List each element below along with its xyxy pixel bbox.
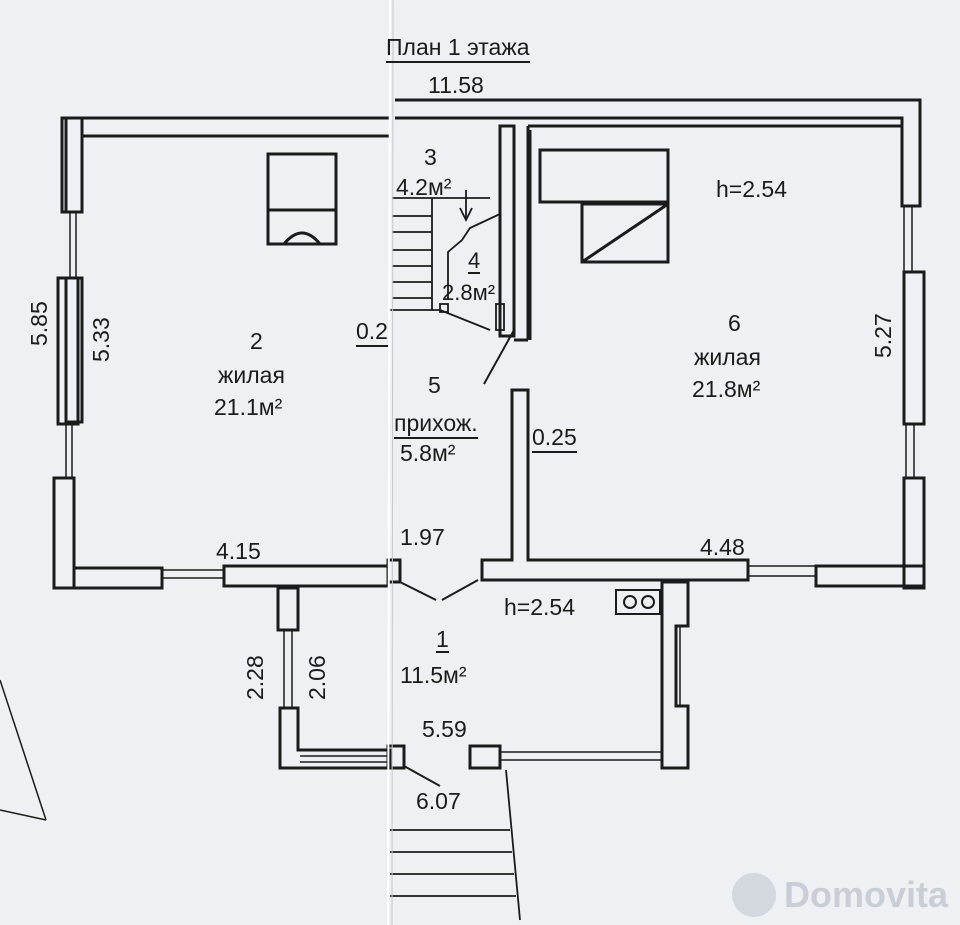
room2-area: 21.1м²	[214, 394, 283, 420]
room6-bottom-wall-right	[814, 564, 926, 588]
left-wall-segment-mid	[56, 276, 80, 426]
dim-overall-width: 11.58	[428, 72, 484, 98]
door-swing-room6	[483, 329, 515, 385]
dim-room2-width: 4.15	[216, 538, 261, 564]
cooktop-icon	[615, 589, 661, 615]
room2-type: жилая	[218, 362, 285, 388]
dim-right-height: 5.27	[870, 313, 896, 358]
door-swing-entry-left	[399, 581, 437, 601]
room6-number: 6	[728, 310, 741, 336]
site-boundary-line	[0, 679, 47, 821]
room6-type: жилая	[694, 344, 761, 370]
room3-area: 4.2м²	[396, 174, 452, 200]
room2-bottom-wall	[54, 566, 164, 590]
entry-steps	[390, 769, 521, 921]
porch-door-post-right	[468, 744, 502, 770]
right-wall-segment-mid	[902, 270, 926, 426]
outer-wall-top-right	[395, 98, 922, 208]
dim-porch-width-inner: 5.59	[422, 716, 467, 742]
staircase	[390, 190, 505, 331]
room1-number: 1	[436, 626, 449, 653]
dim-left-outer: 5.85	[26, 301, 52, 346]
left-wall-segment-bottom	[52, 476, 76, 590]
left-wall-segment-top	[60, 116, 84, 214]
room6-area: 21.8м²	[692, 376, 761, 402]
room4-number: 4	[468, 248, 481, 274]
outer-wall-left	[64, 118, 84, 424]
dim-porch-inner: 2.06	[304, 655, 330, 700]
domovita-logo-icon	[731, 873, 776, 917]
stove-icon	[266, 152, 338, 246]
room2-number: 2	[250, 328, 263, 354]
right-wall-segment-bottom	[902, 476, 926, 590]
room4-area: 2.8м²	[442, 280, 496, 305]
room1-area: 11.5м²	[400, 662, 467, 688]
porch-right-wall	[660, 580, 690, 770]
dim-left-inner: 5.33	[88, 317, 114, 362]
porch-door-jamb-left	[386, 558, 402, 584]
dim-room6-width: 4.48	[700, 534, 745, 560]
bed-icon	[538, 148, 670, 264]
ceiling-height-porch: h=2.54	[504, 594, 575, 620]
room5-area: 5.8м²	[400, 440, 456, 466]
room5-type: прихож.	[394, 412, 478, 439]
room5-number: 5	[428, 372, 441, 398]
porch-left-bottom	[278, 706, 392, 770]
door-swing-porch	[403, 765, 441, 787]
room3-number: 3	[424, 144, 437, 170]
dim-porch-outer: 2.28	[242, 655, 268, 700]
scan-seam	[387, 0, 391, 925]
dim-partition-right: 0.25	[532, 426, 577, 453]
room6-top-left-corner	[514, 124, 902, 342]
dim-hall-width: 1.97	[400, 524, 445, 550]
dim-partition-left: 0.2	[356, 320, 388, 347]
room6-partition	[480, 388, 750, 582]
ceiling-height-room6: h=2.54	[716, 176, 787, 202]
watermark-text: Domovita	[783, 874, 948, 915]
room2-bottom-wall-right	[222, 564, 390, 588]
dim-porch-width-outer: 6.07	[416, 788, 461, 814]
wall-stub-corridor	[498, 124, 516, 338]
watermark-logo: Domovita	[731, 873, 948, 917]
door-swing-entry-right	[441, 579, 479, 601]
plan-title: План 1 этажа	[386, 36, 530, 63]
porch-left-post-top	[276, 586, 300, 632]
outer-wall-top-left	[64, 116, 390, 212]
